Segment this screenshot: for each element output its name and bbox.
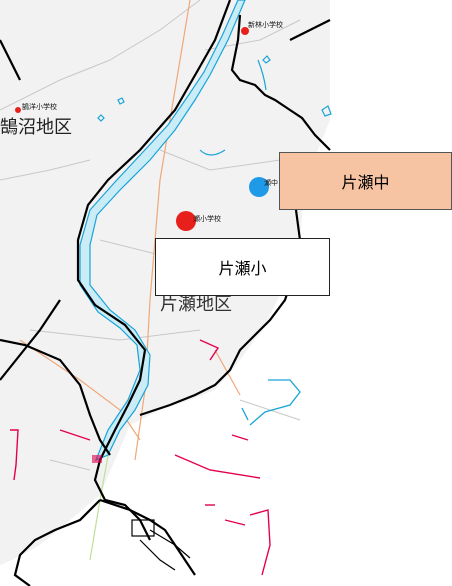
school-marker-kugeyo[interactable] bbox=[15, 107, 21, 113]
harbour bbox=[131, 519, 191, 571]
school-marker-katase-sho[interactable] bbox=[176, 211, 196, 231]
callout-katase-sho[interactable]: 片瀬小 bbox=[155, 238, 330, 296]
district-boundaries bbox=[0, 0, 331, 586]
school-label-katase-chu: 瀬中 bbox=[264, 179, 278, 187]
callout-katase-sho-label: 片瀬小 bbox=[218, 259, 267, 278]
district-label-katase: 片瀬地区 bbox=[160, 294, 232, 315]
river bbox=[79, 0, 246, 462]
district-label-kugenuma: 鵠沼地区 bbox=[0, 117, 72, 138]
school-label-kugeyo: 鵠洋小学校 bbox=[22, 103, 57, 111]
school-label-katase-sho: 瀬小学校 bbox=[193, 215, 221, 223]
coastline-red bbox=[10, 339, 271, 576]
school-marker-shinbayashi[interactable] bbox=[241, 27, 249, 35]
school-label-shinbayashi: 新林小学校 bbox=[248, 21, 283, 29]
callout-katase-chu[interactable]: 片瀬中 bbox=[279, 152, 452, 210]
callout-katase-chu-label: 片瀬中 bbox=[341, 173, 390, 192]
school-marker-katase-chu[interactable] bbox=[249, 177, 269, 197]
ponds bbox=[97, 55, 332, 156]
streams bbox=[241, 379, 301, 426]
pink-area bbox=[92, 455, 102, 463]
